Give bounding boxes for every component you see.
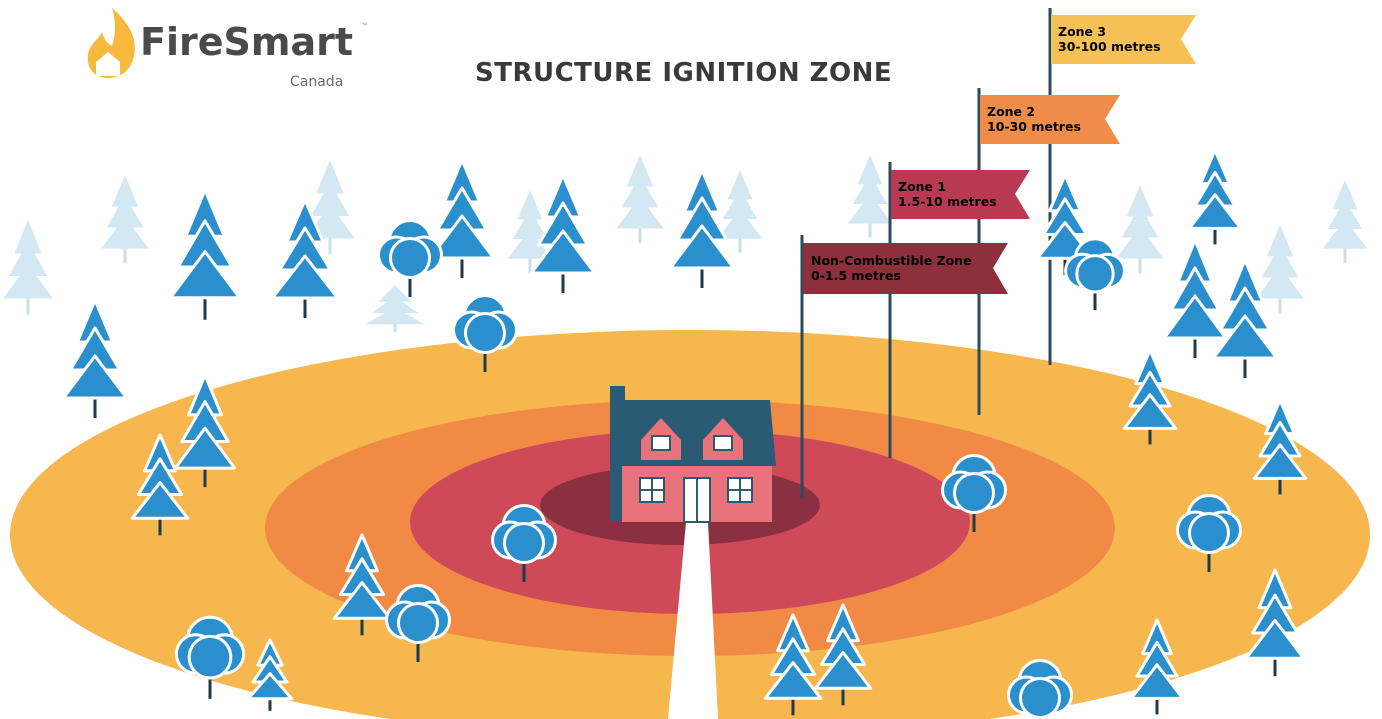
zone2-flag-text: Zone 2 10-30 metres bbox=[987, 104, 1081, 134]
pine-tree-icon bbox=[130, 433, 190, 536]
deciduous-tree-icon bbox=[1007, 659, 1073, 719]
brand-name: FireSmart bbox=[140, 20, 354, 64]
flame-house-icon bbox=[87, 8, 135, 78]
pine-tree-icon bbox=[101, 175, 149, 264]
pine-tree-icon bbox=[813, 603, 873, 706]
noncombustible-flag bbox=[800, 235, 1008, 498]
pine-tree-icon bbox=[1187, 148, 1243, 245]
pine-tree-icon bbox=[1322, 180, 1368, 263]
noncombustible-flag-text: Non-Combustible Zone 0-1.5 metres bbox=[811, 253, 972, 283]
zone1-flag bbox=[888, 162, 1030, 458]
diagram-title: STRUCTURE IGNITION ZONE bbox=[475, 58, 893, 88]
pine-tree-icon bbox=[246, 638, 294, 711]
zone3-label: Zone 3 bbox=[1058, 24, 1107, 39]
pine-tree-icon bbox=[1252, 398, 1308, 495]
foreground-trees bbox=[61, 148, 1308, 719]
pine-tree-icon bbox=[1162, 238, 1228, 358]
pine-tree-icon bbox=[1122, 348, 1178, 445]
zone1-label: Zone 1 bbox=[898, 179, 947, 194]
pine-tree-icon bbox=[1116, 185, 1164, 274]
pine-tree-icon bbox=[1256, 225, 1304, 314]
zone2-label: Zone 2 bbox=[987, 104, 1036, 119]
pine-tree-icon bbox=[616, 155, 664, 244]
pine-tree-icon bbox=[3, 220, 53, 315]
deciduous-tree-icon bbox=[174, 615, 246, 699]
house bbox=[610, 386, 776, 523]
driveway bbox=[668, 522, 718, 719]
zone2-range: 10-30 metres bbox=[987, 119, 1081, 134]
noncombustible-label: Non-Combustible Zone bbox=[811, 253, 972, 268]
pine-tree-icon bbox=[507, 190, 553, 273]
noncombustible-range: 0-1.5 metres bbox=[811, 268, 901, 283]
pine-tree-icon bbox=[1211, 258, 1279, 378]
pine-tree-icon bbox=[1129, 618, 1185, 715]
pine-tree-icon bbox=[668, 168, 736, 288]
deciduous-tree-icon bbox=[941, 454, 1007, 532]
pine-tree-icon bbox=[847, 155, 893, 238]
deciduous-tree-icon bbox=[491, 504, 557, 582]
deciduous-tree-icon bbox=[1176, 494, 1242, 572]
pine-tree-icon bbox=[173, 373, 237, 488]
deciduous-tree-icon bbox=[385, 584, 451, 662]
pine-tree-icon bbox=[717, 170, 763, 253]
pine-tree-icon bbox=[529, 173, 597, 293]
pine-tree-icon bbox=[763, 613, 823, 716]
zone3-range: 30-100 metres bbox=[1058, 39, 1161, 54]
deciduous-tree-icon bbox=[452, 294, 518, 372]
trademark-mark: ™ bbox=[361, 22, 369, 31]
zone1-flag-text: Zone 1 1.5-10 metres bbox=[898, 179, 997, 209]
pine-tree-icon bbox=[270, 198, 340, 318]
background-trees bbox=[3, 155, 1368, 333]
zone1-range: 1.5-10 metres bbox=[898, 194, 997, 209]
zone3-flag-text: Zone 3 30-100 metres bbox=[1058, 24, 1161, 54]
deciduous-tree-icon bbox=[1064, 237, 1126, 311]
brand-subtitle: Canada bbox=[290, 74, 344, 90]
pine-tree-icon bbox=[365, 285, 425, 333]
pine-tree-icon bbox=[1244, 568, 1306, 677]
pine-tree-icon bbox=[332, 533, 392, 636]
zone3-flag bbox=[1048, 8, 1196, 365]
deciduous-tree-icon bbox=[377, 219, 443, 297]
pine-tree-icon bbox=[168, 188, 242, 320]
pine-tree-icon bbox=[428, 158, 496, 278]
pine-tree-icon bbox=[61, 298, 129, 418]
